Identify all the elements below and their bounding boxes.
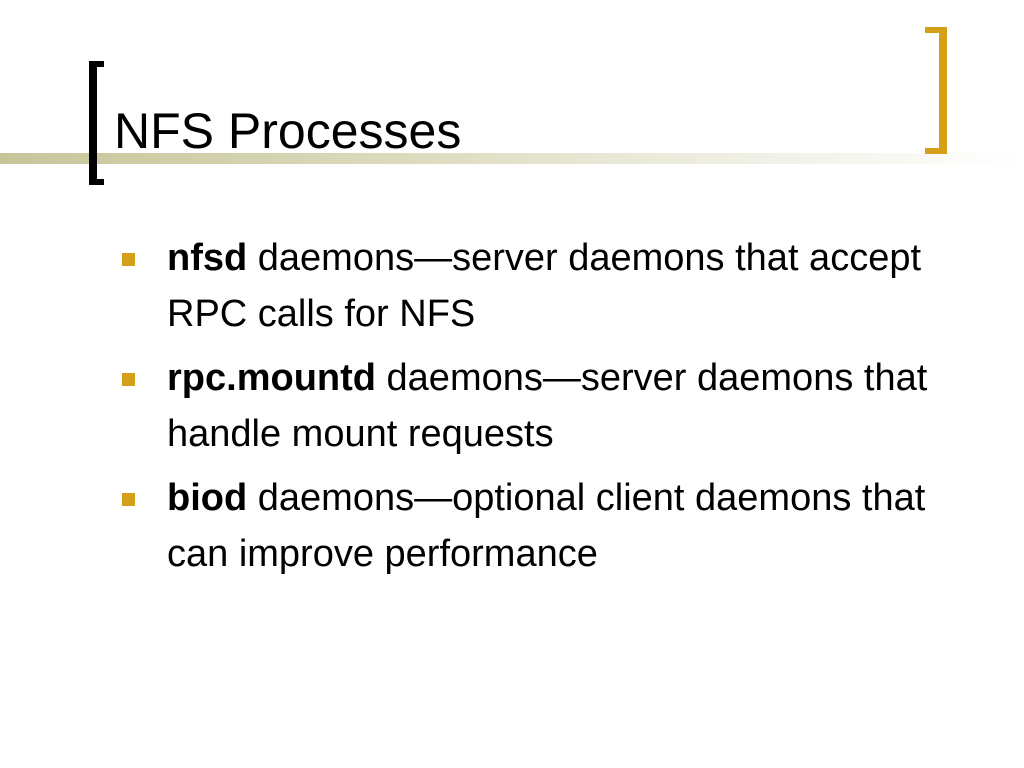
bullet-term: nfsd bbox=[167, 237, 248, 279]
bullet-item-nfsd: nfsd daemons—server daemons that accept … bbox=[122, 230, 942, 342]
bullet-text: daemons—server daemons that accept RPC c… bbox=[167, 237, 922, 335]
square-bullet-icon bbox=[122, 373, 135, 386]
bullet-text: daemons—server daemons that handle mount… bbox=[167, 357, 928, 455]
slide-title: NFS Processes bbox=[114, 103, 462, 159]
bullet-item-rpc-mountd: rpc.mountd daemons—server daemons that h… bbox=[122, 350, 942, 462]
bullet-term: biod bbox=[167, 477, 248, 519]
left-bracket-decoration bbox=[89, 61, 104, 185]
bullet-list: nfsd daemons—server daemons that accept … bbox=[122, 230, 942, 590]
bullet-item-biod: biod daemons—optional client daemons tha… bbox=[122, 470, 942, 582]
right-bracket-decoration bbox=[925, 27, 947, 154]
title-underline-band bbox=[0, 153, 1024, 164]
square-bullet-icon bbox=[122, 493, 135, 506]
bullet-text: daemons—optional client daemons that can… bbox=[167, 477, 926, 575]
square-bullet-icon bbox=[122, 253, 135, 266]
bullet-term: rpc.mountd bbox=[167, 357, 376, 399]
